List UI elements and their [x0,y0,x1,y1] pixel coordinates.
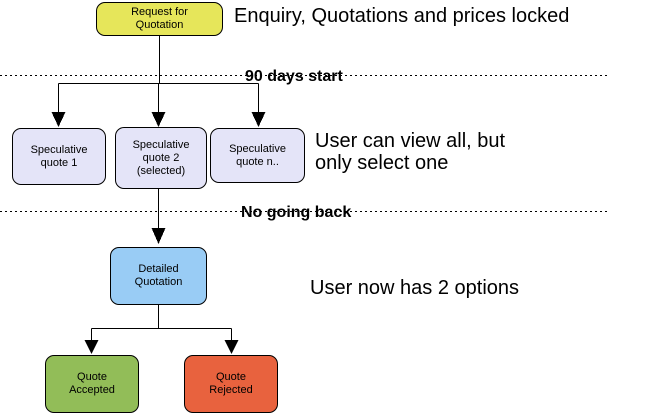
annotation-enquiry-quotations-locked: Enquiry, Quotations and prices locked [234,5,570,27]
arrow-down-icon [251,112,266,127]
annotation-90-days-start: 90 days start [245,68,343,85]
node-speculative-quote-1: Speculative quote 1 [12,128,106,185]
phase-divider-line-1 [0,75,607,76]
node-speculative-quote-2-selected: Speculative quote 2 (selected) [115,127,207,189]
node-label: Speculative quote n.. [229,142,286,168]
arrow-down-icon [51,112,66,127]
arrow-down-icon [224,340,239,354]
arrow-down-icon [151,112,166,127]
node-label: Speculative quote 2 (selected) [132,138,190,177]
annotation-no-going-back: No going back [241,204,352,221]
node-label: Detailed Quotation [134,263,183,288]
annotation-user-can-view-all: User can view all, but only select one [315,130,506,174]
node-label: Speculative quote 1 [30,143,88,169]
node-label: Quote Accepted [69,371,115,396]
node-quote-accepted: Quote Accepted [45,355,139,413]
arrow-down-icon [151,228,166,244]
node-detailed-quotation: Detailed Quotation [110,247,207,305]
node-label: Request for Quotation [131,6,188,31]
arrow-down-icon [84,340,99,354]
node-request-for-quotation: Request for Quotation [96,2,223,36]
phase-divider-line-2 [0,211,607,212]
node-label: Quote Rejected [209,371,253,396]
node-quote-rejected: Quote Rejected [184,355,278,413]
node-speculative-quote-n: Speculative quote n.. [210,128,305,183]
annotation-user-has-2-options: User now has 2 options [310,277,520,299]
